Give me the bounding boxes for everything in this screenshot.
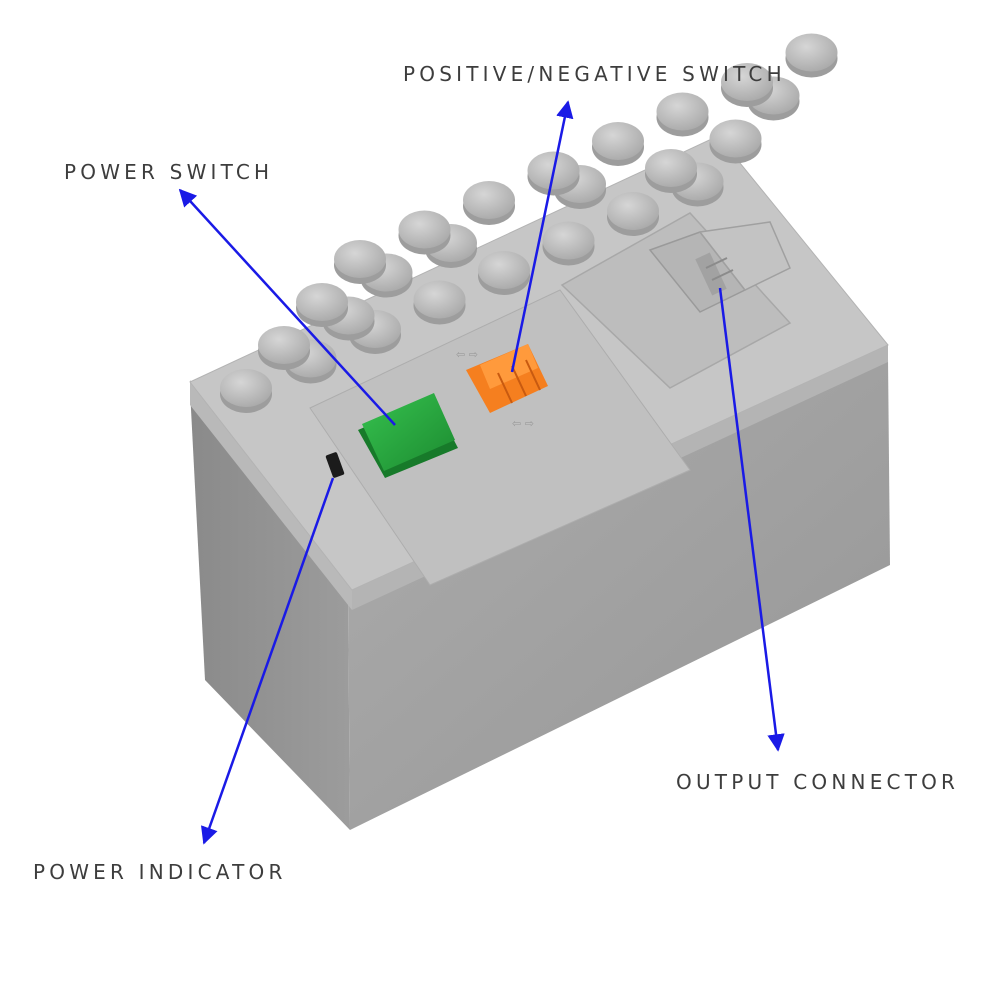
arrow-power-indicator [200,477,335,845]
box-front-face [348,358,890,830]
stud [413,280,466,325]
control-plate [309,289,691,586]
arrow-positive-negative-switch [510,100,574,373]
box-left-face [190,390,350,830]
connector-recess [560,212,792,389]
stud [721,63,773,107]
label-power-switch: POWER SWITCH [64,160,274,184]
power-indicator-slot [325,452,345,478]
stud [607,192,659,236]
stud [542,221,595,266]
svg-text:⇦ ⇨: ⇦ ⇨ [512,417,534,430]
stud [592,122,644,166]
stud [645,149,697,193]
arrow-power-switch [178,188,396,426]
arrow-output-connector [718,287,785,752]
stud [656,92,709,137]
label-output-connector: OUTPUT CONNECTOR [676,770,960,794]
stud [258,326,310,370]
studs-group [220,33,838,413]
box-top-rim [190,380,352,610]
svg-text:⇦ ⇨: ⇦ ⇨ [456,348,478,361]
stud [463,181,515,225]
stud [478,251,530,295]
polarity-switch: ⇦ ⇨ ⇦ ⇨ [456,344,548,430]
label-power-indicator: POWER INDICATOR [33,860,287,884]
stud [334,240,386,284]
power-button [358,393,458,478]
stud [296,283,348,327]
annotation-arrows [178,100,785,845]
stud [220,369,272,413]
stud [785,33,838,78]
label-positive-negative-switch: POSITIVE/NEGATIVE SWITCH [403,62,786,86]
stud [398,210,451,255]
stud [709,119,762,164]
